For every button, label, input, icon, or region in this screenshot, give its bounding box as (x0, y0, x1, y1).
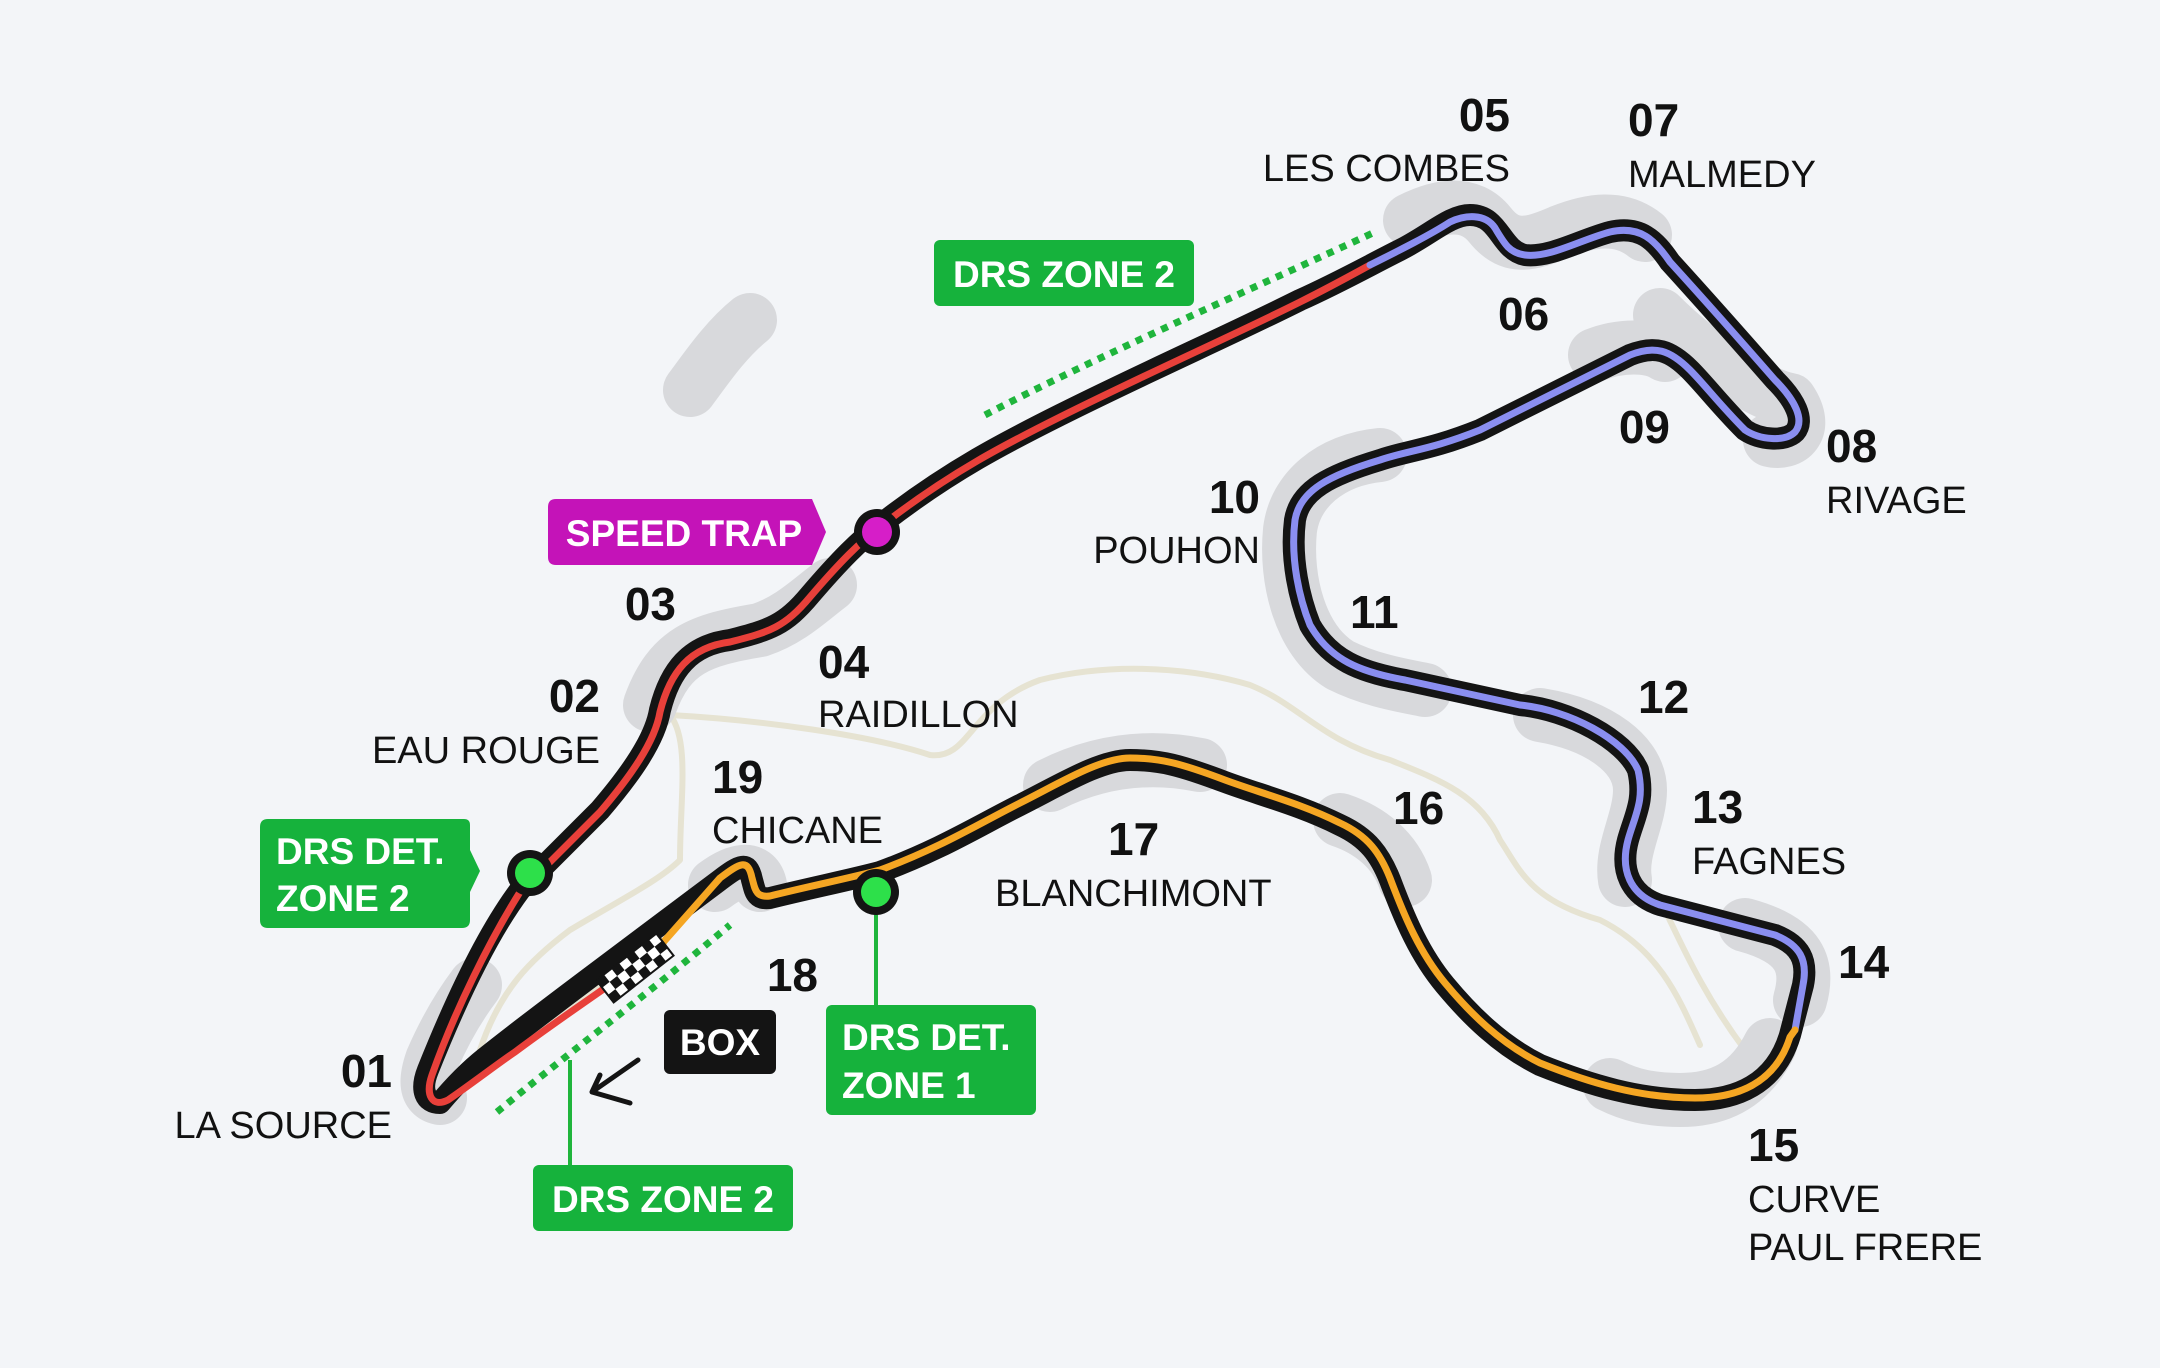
turn-08-number: 08 (1826, 420, 1877, 472)
turn-13-number: 13 (1692, 781, 1743, 833)
turn-11-number: 11 (1350, 586, 1399, 638)
turn-13-name: FAGNES (1692, 841, 1846, 883)
turn-09-number: 09 (1619, 401, 1670, 453)
drs-det-zone-1-tag: DRS DET. ZONE 1 (826, 1005, 1036, 1115)
drs-det-zone-1-line2: ZONE 1 (842, 1065, 976, 1106)
drs-det-zone-2-marker (507, 850, 553, 896)
turn-12-number: 12 (1638, 671, 1689, 723)
turn-02-number: 02 (549, 670, 600, 722)
turn-02-name: EAU ROUGE (372, 730, 600, 772)
turn-08-name: RIVAGE (1826, 480, 1967, 522)
sector-2-line (1290, 213, 1808, 1034)
drs-det-zone-2-tag: DRS DET. ZONE 2 (260, 819, 480, 928)
start-finish-flag (595, 932, 675, 1004)
turn-06-number: 06 (1498, 288, 1549, 340)
turn-19-name: CHICANE (712, 810, 883, 852)
turn-05-name: LES COMBES (1263, 148, 1510, 190)
drs-zone-bottom-label: DRS ZONE 2 (552, 1179, 774, 1220)
turn-16-number: 16 (1393, 782, 1444, 834)
drs-det-zone-2-line1: DRS DET. (276, 831, 445, 872)
turn-10-number: 10 (1209, 471, 1260, 523)
turn-17-number: 17 (1108, 813, 1159, 865)
drs-det-zone-2-line2: ZONE 2 (276, 878, 410, 919)
turn-01-number: 01 (341, 1045, 392, 1097)
turn-labels: 01 LA SOURCE 02 EAU ROUGE 03 04 RAIDILLO… (174, 89, 1982, 1269)
drs-zone-top-tag: DRS ZONE 2 (934, 240, 1194, 306)
turn-07-name: MALMEDY (1628, 154, 1816, 196)
sector-3-line (648, 754, 1799, 1102)
box-label: BOX (680, 1022, 761, 1063)
drs-det-zone-1-line1: DRS DET. (842, 1017, 1011, 1058)
turn-15-number: 15 (1748, 1119, 1799, 1171)
turn-17-name: BLANCHIMONT (995, 873, 1272, 915)
turn-07-number: 07 (1628, 94, 1679, 146)
turn-01-name: LA SOURCE (174, 1105, 392, 1147)
drs-zone-bottom-line (494, 922, 733, 1115)
speed-trap-tag: SPEED TRAP (548, 499, 826, 565)
speed-trap-label: SPEED TRAP (566, 513, 802, 554)
turn-04-name: RAIDILLON (818, 694, 1019, 736)
drs-zone-bottom-tag: DRS ZONE 2 (533, 1165, 793, 1231)
turn-04-number: 04 (818, 636, 870, 688)
sector-1-line (425, 261, 1374, 1106)
turn-15-name-line1: CURVE (1748, 1179, 1880, 1221)
turn-15-name-line2: PAUL FRERE (1748, 1227, 1982, 1269)
turn-10-name: POUHON (1093, 530, 1260, 572)
drs-zone-top-label: DRS ZONE 2 (953, 254, 1175, 295)
turn-05-number: 05 (1459, 89, 1510, 141)
turn-18-number: 18 (767, 949, 818, 1001)
turn-03-number: 03 (625, 578, 676, 630)
drs-zone-top-line (983, 228, 1377, 419)
turn-19-number: 19 (712, 751, 763, 803)
drs-det-zone-1-marker (853, 869, 899, 915)
turn-14-number: 14 (1838, 936, 1890, 988)
speed-trap-marker (854, 509, 900, 555)
box-tag: BOX (664, 1010, 776, 1074)
pit-entry-arrow-icon (589, 1057, 641, 1106)
